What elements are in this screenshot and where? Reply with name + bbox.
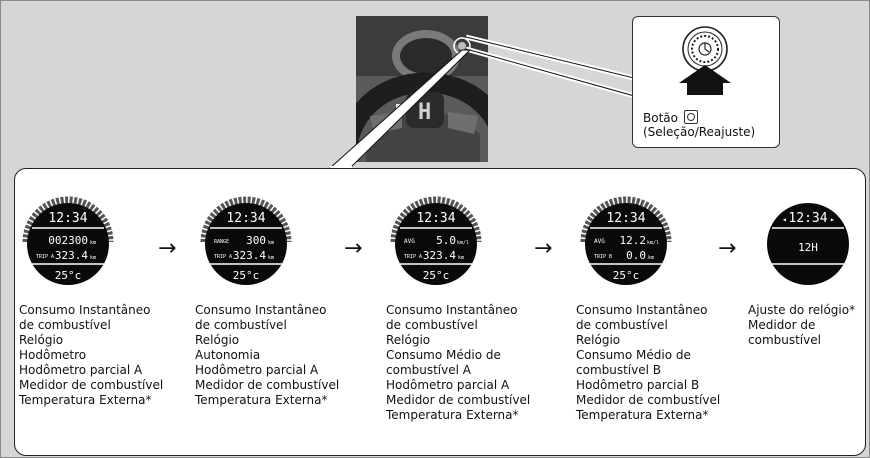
odometer-value: 002300 [48, 234, 88, 247]
avg-value: 12.2 [620, 234, 647, 247]
description-line: combustível B [576, 363, 662, 377]
trip-unit: km [268, 255, 274, 261]
range-value: 300 [246, 234, 266, 247]
clock-readout: 12:34 [226, 211, 265, 226]
description-line: de combustível [19, 318, 111, 332]
description-line: Relógio [195, 333, 240, 347]
trip-value: 0.0 [626, 249, 646, 262]
arrow-right-icon: → [718, 236, 737, 261]
description-line: Relógio [576, 333, 621, 347]
description-line: Relógio [19, 333, 64, 347]
trip-label: TRIP B [594, 254, 612, 260]
range-unit: km [268, 240, 274, 246]
description-line: Medidor de combustível [576, 393, 721, 407]
description-list-3: Consumo Instantâneo de combustível Relóg… [386, 303, 530, 423]
description-line: Hodômetro parcial A [386, 378, 510, 392]
clock-readout: 12:34 [416, 211, 455, 226]
trip-unit: km [648, 255, 654, 261]
description-line: Hodômetro parcial A [195, 363, 319, 377]
range-label: RANGE [214, 239, 229, 245]
button-caption: Botão (Seleção/Reajuste) [643, 110, 755, 139]
blink-left-icon: ◂ [782, 215, 787, 224]
description-line: de combustível [195, 318, 287, 332]
description-line: Medidor de combustível [195, 378, 340, 392]
description-list-1: Consumo Instantâneo de combustível Relóg… [19, 303, 163, 408]
trip-value: 323.4 [55, 249, 88, 262]
description-line: Temperatura Externa* [386, 408, 519, 422]
description-line: Medidor de combustível [19, 378, 164, 392]
description-line: Consumo Instantâneo [386, 303, 518, 317]
avg-unit: km/l [457, 240, 469, 246]
avg-label: AVG [594, 238, 605, 245]
description-line: Hodômetro [19, 348, 87, 362]
description-line: combustível A [386, 363, 471, 377]
temperature-readout: 25°c [55, 269, 82, 282]
selector-knob-icon [679, 26, 731, 95]
description-list-5: Ajuste do relógio* Medidor de combustíve… [748, 303, 855, 348]
trip-value: 323.4 [233, 249, 266, 262]
description-line: Ajuste do relógio* [748, 303, 856, 317]
trip-unit: km [90, 255, 96, 261]
temperature-readout: 25°c [233, 269, 260, 282]
display-screen-clock-adjust: 12:34 ◂ ▸ 12H [767, 203, 849, 285]
clock-readout: 12:34 [788, 211, 827, 226]
clock-readout: 12:34 [606, 211, 645, 226]
description-line: Consumo Instantâneo [576, 303, 708, 317]
arrow-right-icon: → [534, 236, 553, 261]
trip-unit: km [458, 255, 464, 261]
avg-value: 5.0 [436, 234, 456, 247]
arrow-right-icon: → [158, 236, 177, 261]
avg-label: AVG [404, 238, 415, 245]
trip-value: 323.4 [423, 249, 456, 262]
arrow-right-icon: → [344, 236, 363, 261]
trip-label: TRIP A [214, 254, 232, 260]
svg-text:H: H [418, 100, 431, 125]
clock-mode-readout: 12H [798, 241, 818, 254]
description-line: Consumo Médio de [576, 348, 691, 362]
description-line: Temperatura Externa* [195, 393, 328, 407]
display-screen-avg-a: 12:34 AVG 5.0 km/l TRIP A 323.4 km 25°c [390, 196, 482, 285]
description-line: Medidor de combustível [386, 393, 531, 407]
description-line: Consumo Instantâneo [195, 303, 327, 317]
temperature-readout: 25°c [423, 269, 450, 282]
odometer-unit: km [90, 240, 96, 246]
trip-label: TRIP A [36, 254, 54, 260]
description-line: Autonomia [195, 348, 261, 362]
description-line: de combustível [386, 318, 478, 332]
description-line: de combustível [576, 318, 668, 332]
description-line: Consumo Médio de [386, 348, 501, 362]
description-line: Consumo Instantâneo [19, 303, 151, 317]
button-label: Botão [643, 111, 678, 125]
description-line: Hodômetro parcial B [576, 378, 700, 392]
description-line: Hodômetro parcial A [19, 363, 143, 377]
display-screen-range: 12:34 RANGE 300 km TRIP A 323.4 km 25°c [200, 196, 292, 285]
display-screen-odometer: 12:34 002300 km TRIP A 323.4 km 25°c [22, 196, 114, 285]
avg-unit: km/l [647, 240, 659, 246]
selector-button-callout: Botão (Seleção/Reajuste) [632, 16, 780, 148]
description-list-2: Consumo Instantâneo de combustível Relóg… [195, 303, 339, 408]
trip-label: TRIP A [404, 254, 422, 260]
description-line: Temperatura Externa* [19, 393, 152, 407]
display-screen-avg-b: 12:34 AVG 12.2 km/l TRIP B 0.0 km 25°c [580, 196, 672, 285]
description-line: Temperatura Externa* [576, 408, 709, 422]
clock-readout: 12:34 [48, 211, 87, 226]
button-function-text: (Seleção/Reajuste) [643, 125, 756, 139]
selector-button-icon [683, 110, 698, 124]
description-line: Medidor de [748, 318, 816, 332]
temperature-readout: 25°c [613, 269, 640, 282]
description-line: Relógio [386, 333, 431, 347]
description-list-4: Consumo Instantâneo de combustível Relóg… [576, 303, 720, 423]
description-line: combustível [748, 333, 821, 347]
blink-right-icon: ▸ [830, 215, 835, 224]
